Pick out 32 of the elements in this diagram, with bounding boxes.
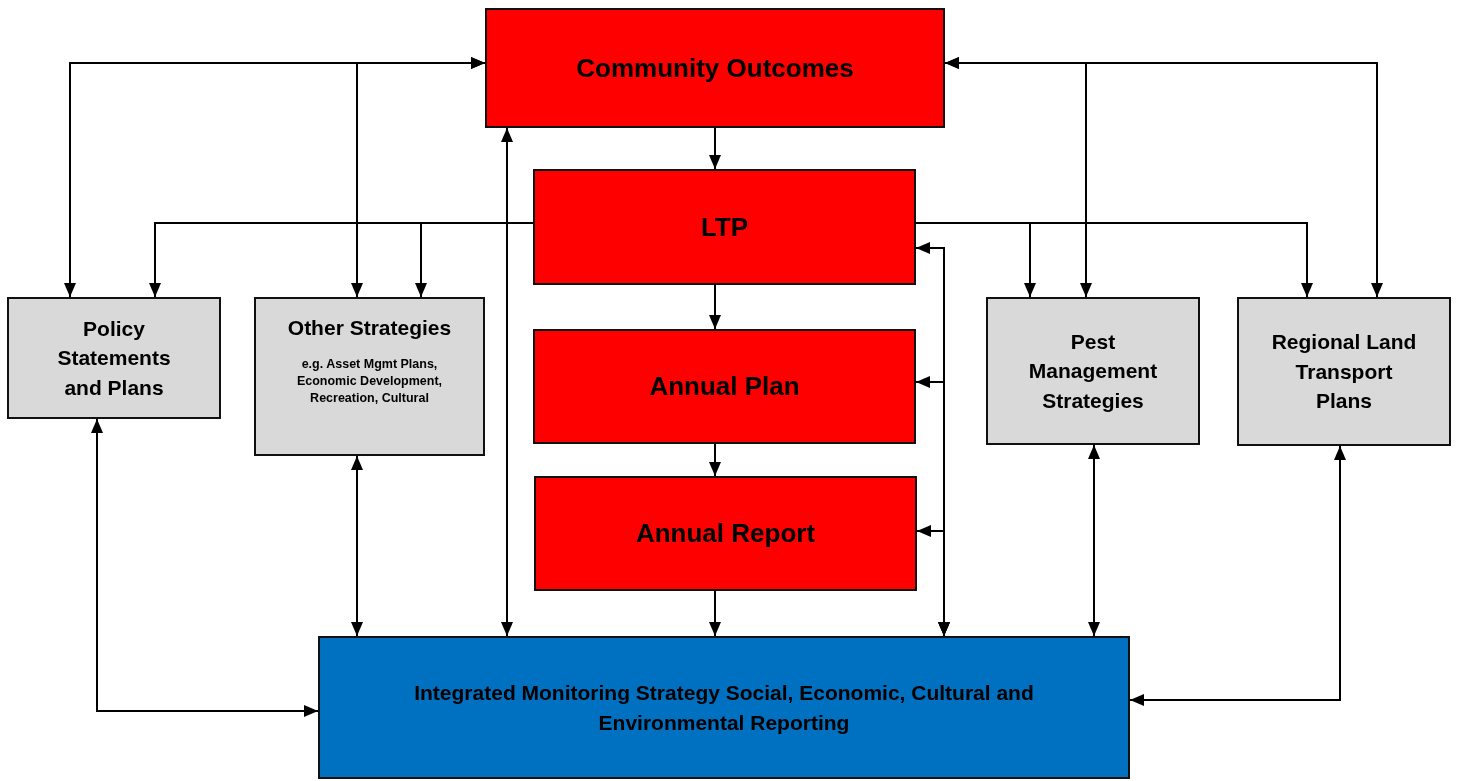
box-title: Policy Statements and Plans bbox=[56, 315, 172, 401]
process-box bbox=[533, 169, 916, 285]
arrow bbox=[501, 127, 513, 637]
process-box bbox=[533, 329, 916, 444]
arrow bbox=[709, 127, 721, 170]
box-title: Annual Plan bbox=[649, 370, 800, 404]
arrow bbox=[351, 57, 486, 298]
box-title: Community Outcomes bbox=[576, 51, 854, 85]
arrow bbox=[91, 418, 319, 717]
arrow bbox=[1088, 444, 1100, 637]
arrow bbox=[709, 443, 721, 477]
box-title: LTP bbox=[700, 210, 749, 244]
process-box bbox=[485, 8, 945, 128]
strategy-box bbox=[254, 297, 485, 456]
box-title: Integrated Monitoring Strategy Social, Economic, Cultural and Environmental Reporting bbox=[413, 680, 1035, 736]
arrow bbox=[709, 590, 721, 637]
box-title: Regional Land Transport Plans bbox=[1270, 329, 1418, 415]
arrow bbox=[709, 284, 721, 330]
arrow bbox=[944, 57, 1383, 298]
strategy-box bbox=[7, 297, 221, 419]
box-note: e.g. Asset Mgmt Plans, Economic Development, Recreation, Cultural bbox=[295, 356, 444, 407]
arrow bbox=[415, 222, 534, 298]
monitoring-box bbox=[318, 636, 1130, 779]
box-title: Other Strategies bbox=[287, 315, 452, 341]
box-title: Annual Report bbox=[635, 517, 816, 551]
arrow bbox=[916, 525, 950, 637]
strategy-box bbox=[1237, 297, 1451, 446]
box-title: Pest Management Strategies bbox=[1027, 328, 1159, 414]
arrow bbox=[351, 455, 363, 637]
process-box bbox=[534, 476, 917, 591]
strategy-box bbox=[986, 297, 1200, 445]
arrow bbox=[1129, 445, 1346, 706]
